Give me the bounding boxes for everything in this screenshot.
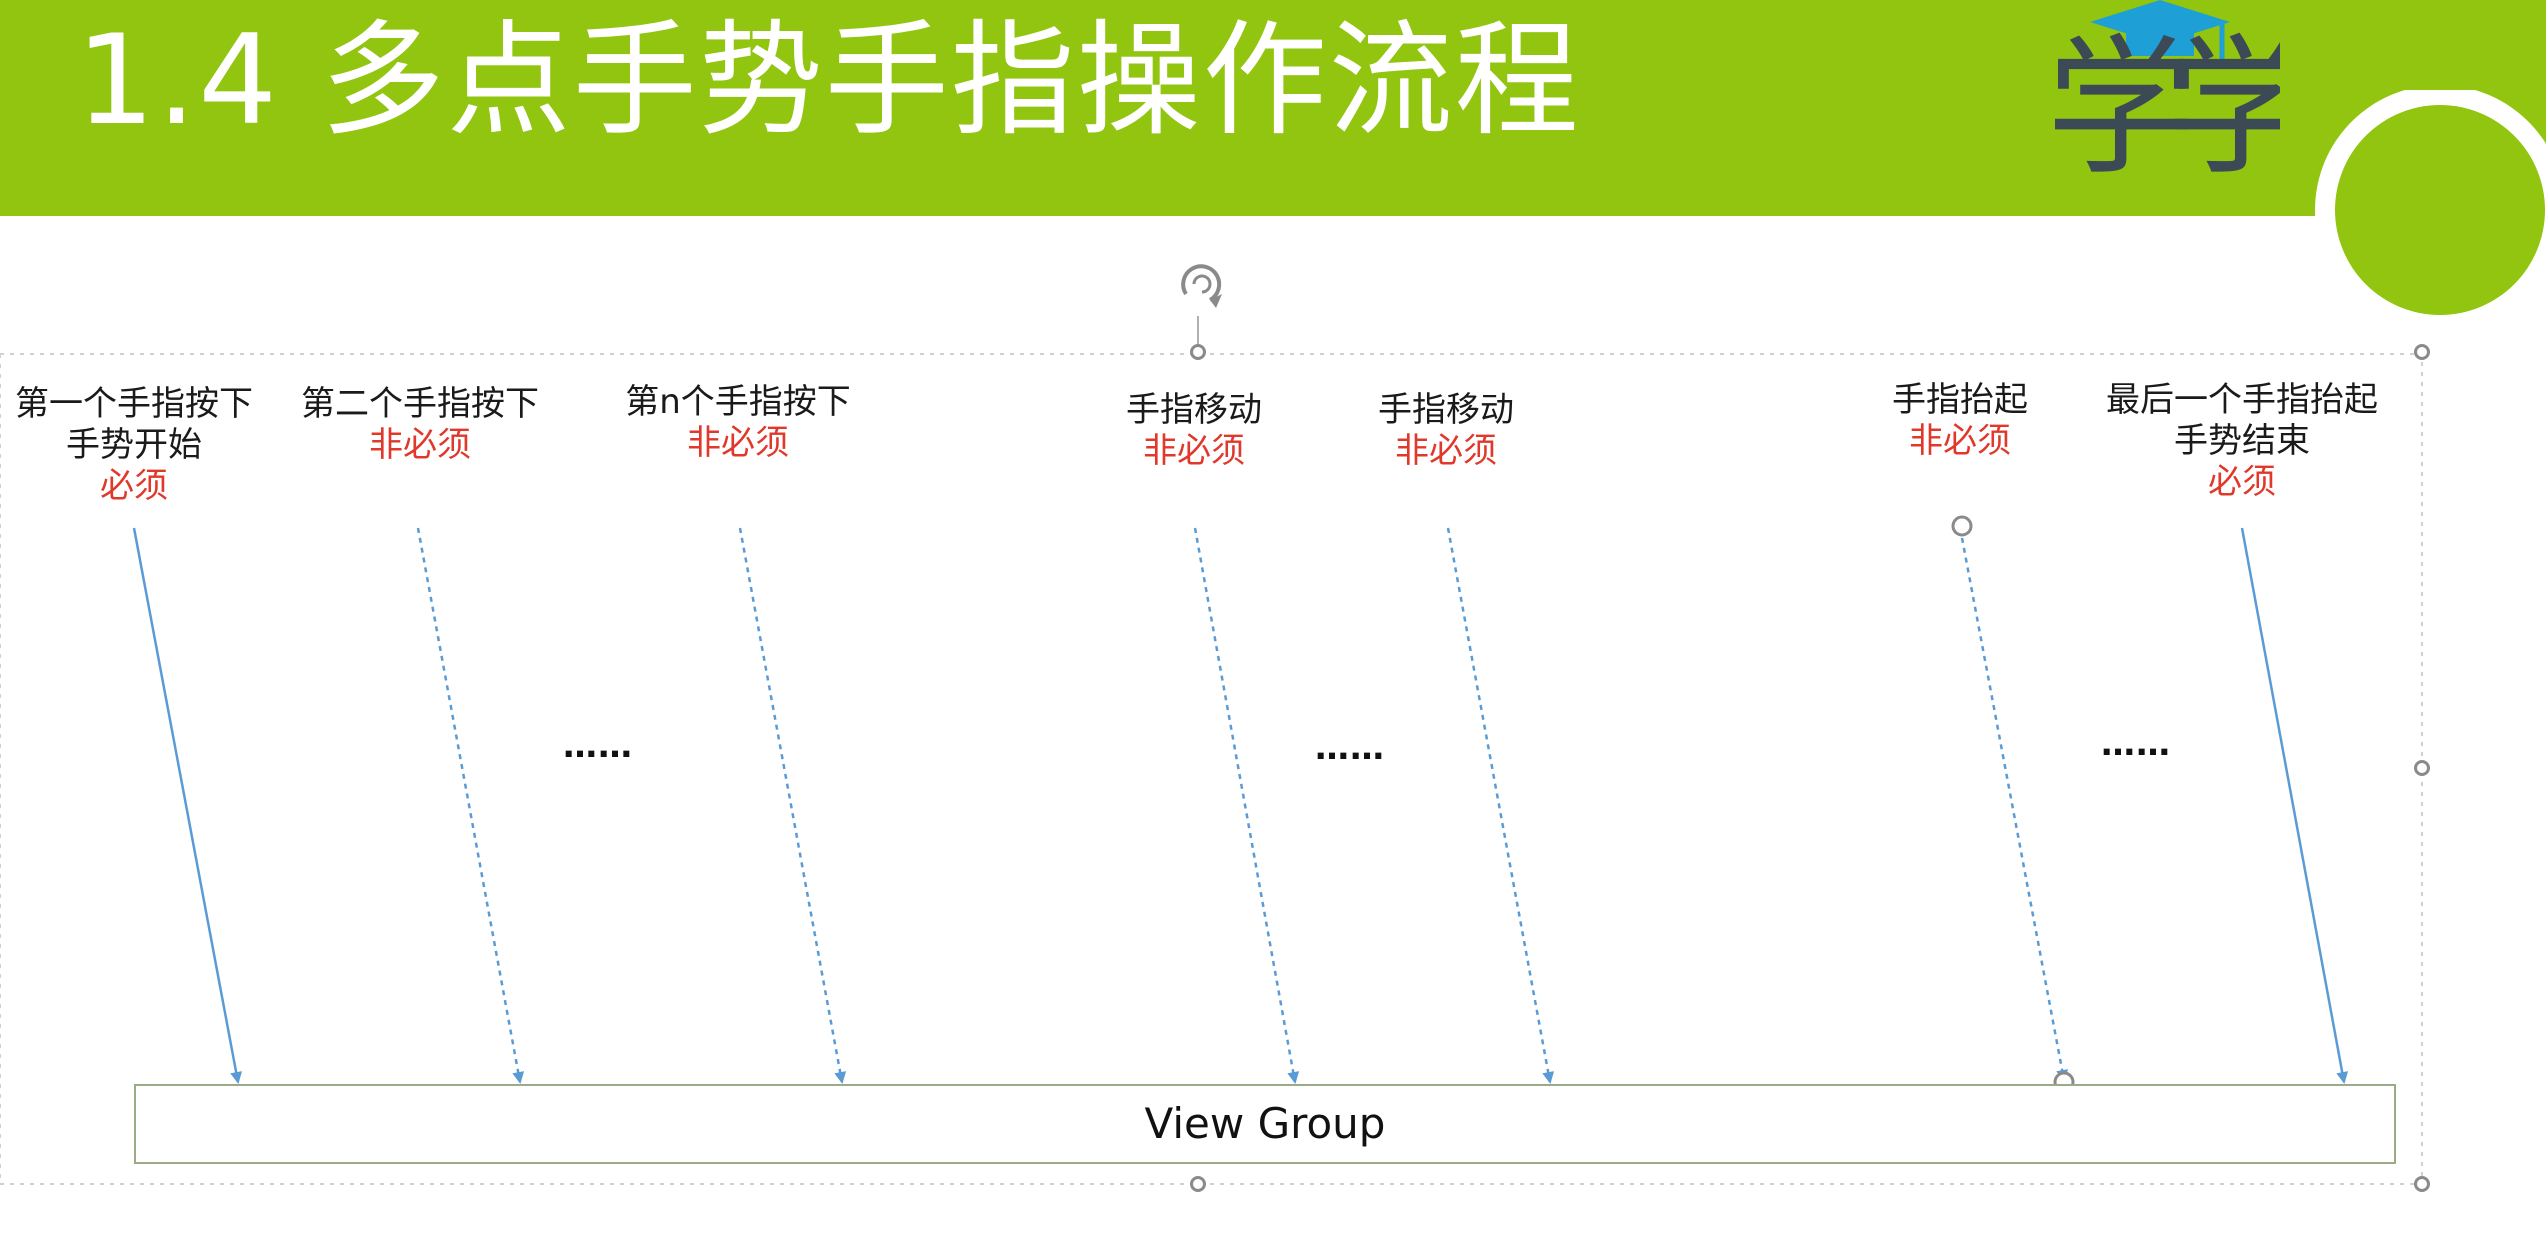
event-label-line: 手指移动 xyxy=(1378,390,1514,430)
decorative-circles-icon xyxy=(2315,90,2546,320)
selection-frame xyxy=(0,353,2423,1185)
event-label-last-finger-up: 最后一个手指抬起 手势结束 必须 xyxy=(2092,380,2392,503)
view-group-label: View Group xyxy=(1144,1099,1386,1148)
requirement-label: 非必须 xyxy=(369,425,471,465)
event-label-line: 手指抬起 xyxy=(1892,380,2028,420)
arrow-finger-2-down xyxy=(416,527,525,1084)
event-label-line: 第二个手指按下 xyxy=(301,384,539,424)
ellipsis-after-move: …… xyxy=(1315,728,1385,768)
arrow-finger-move-1 xyxy=(1193,527,1300,1084)
selection-handle-bottom-center[interactable] xyxy=(1190,1176,1206,1192)
event-label-line: 手势结束 xyxy=(2174,421,2310,461)
event-label-finger-up: 手指抬起 非必须 xyxy=(1810,380,2110,462)
svg-text:学学: 学学 xyxy=(2046,22,2280,190)
ellipsis-after-up: …… xyxy=(2101,724,2171,764)
event-label-second-finger-down: 第二个手指按下 非必须 xyxy=(270,384,570,466)
event-label-line: 手势开始 xyxy=(66,425,202,465)
arrow-start-handle[interactable] xyxy=(1951,515,1973,537)
event-label-line: 第n个手指按下 xyxy=(625,382,851,422)
event-label-nth-finger-down: 第n个手指按下 非必须 xyxy=(588,382,888,464)
selection-handle-top-right[interactable] xyxy=(2414,344,2430,360)
rotate-handle-icon[interactable] xyxy=(1181,264,1222,308)
slide-title: 1.4 多点手势手指操作流程 xyxy=(76,9,1581,153)
arrow-finger-move-2 xyxy=(1446,527,1555,1084)
arrow-last-finger-up xyxy=(2240,527,2349,1084)
event-label-finger-move-1: 手指移动 非必须 xyxy=(1044,390,1344,472)
selection-handle-top-center[interactable] xyxy=(1190,344,1206,360)
event-label-finger-move-2: 手指移动 非必须 xyxy=(1296,390,1596,472)
requirement-label: 非必须 xyxy=(1395,431,1497,471)
selection-handle-bottom-right[interactable] xyxy=(2414,1176,2430,1192)
event-label-line: 手指移动 xyxy=(1126,390,1262,430)
requirement-label: 必须 xyxy=(2208,462,2276,502)
requirement-label: 非必须 xyxy=(1143,431,1245,471)
view-group-box: View Group xyxy=(134,1084,2396,1164)
arrow-finger-n-down xyxy=(738,527,847,1084)
requirement-label: 非必须 xyxy=(1909,421,2011,461)
arrow-finger-up xyxy=(1960,537,2069,1082)
ellipsis-after-down: …… xyxy=(563,726,633,766)
arrow-finger-1-down xyxy=(132,527,243,1084)
event-label-first-finger-down: 第一个手指按下 手势开始 必须 xyxy=(0,384,284,507)
slide-header: 1.4 多点手势手指操作流程 学学 xyxy=(0,0,2546,320)
graduation-cap-logo-icon: 学学 xyxy=(2046,0,2280,190)
gesture-flow-diagram: 第一个手指按下 手势开始 必须 第二个手指按下 非必须 第n个手指按下 非必须 … xyxy=(0,216,2546,1256)
event-label-line: 第一个手指按下 xyxy=(15,384,253,424)
requirement-label: 必须 xyxy=(100,466,168,506)
requirement-label: 非必须 xyxy=(687,423,789,463)
event-label-line: 最后一个手指抬起 xyxy=(2106,380,2378,420)
selection-handle-middle-right[interactable] xyxy=(2414,760,2430,776)
